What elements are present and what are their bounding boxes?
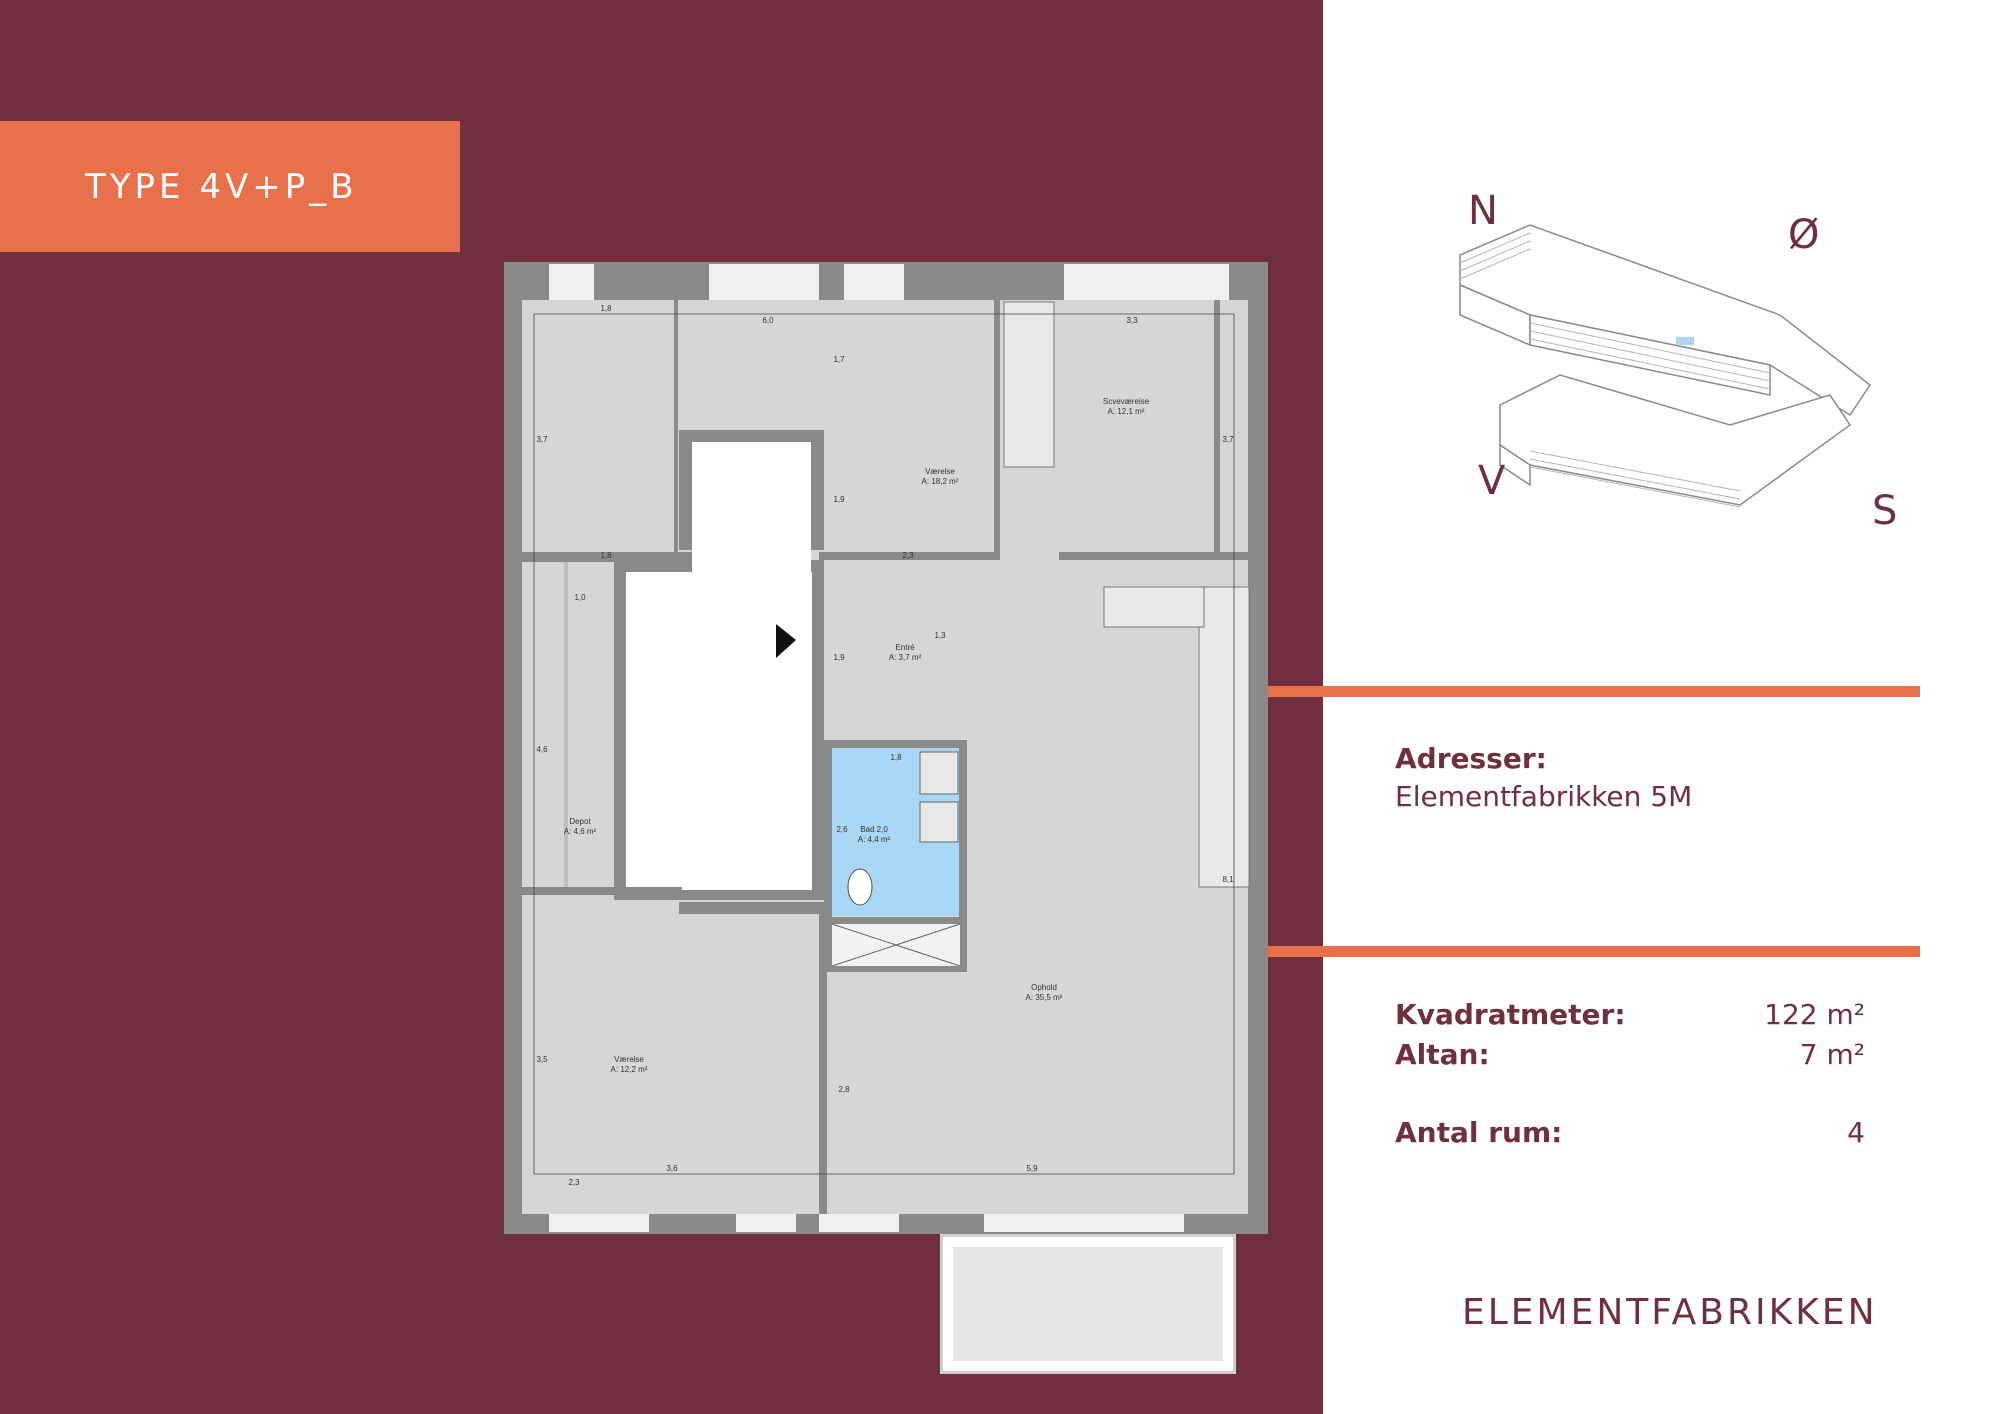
compass-south: S <box>1872 488 1898 534</box>
dim-label: 6,0 <box>762 316 774 325</box>
info-panel <box>1323 0 2000 1414</box>
rooms-value: 4 <box>1847 1116 1865 1149</box>
dim-label: 1,3 <box>934 631 946 640</box>
room-area-vaerelse-1: A: 18,2 m² <box>922 477 959 486</box>
type-banner: TYPE 4V+P_B <box>0 121 460 252</box>
dim-label: 3,7 <box>1222 435 1234 444</box>
floor-plan: Scveværeise A: 12,1 m² Værelse A: 18,2 m… <box>504 262 1268 1234</box>
balcony-value: 7 m² <box>1799 1038 1865 1071</box>
dim-label: 3,3 <box>1126 316 1138 325</box>
address-value: Elementfabrikken 5M <box>1395 780 1693 813</box>
dim-label: 1,7 <box>833 355 845 364</box>
room-name-ophold: Ophold <box>1031 983 1057 992</box>
dim-label: 1,8 <box>600 551 612 560</box>
dim-label: 3,6 <box>666 1164 678 1173</box>
room-area-bad: A: 4,4 m² <box>858 835 891 844</box>
accent-line-bottom <box>1268 946 1920 957</box>
balcony-label: Altan: <box>1395 1038 1490 1071</box>
room-name-entre: Entré <box>895 643 915 652</box>
dim-label: 1,8 <box>890 753 902 762</box>
dim-label: 8,1 <box>1222 875 1234 884</box>
dim-label: 2,3 <box>902 551 914 560</box>
room-area-depot: A: 4,6 m² <box>564 827 597 836</box>
sqm-label: Kvadratmeter: <box>1395 998 1626 1031</box>
room-area-ophold: A: 35,5 m² <box>1026 993 1063 1002</box>
room-name-bad: Bad 2,0 <box>860 825 888 834</box>
dim-label: 5,9 <box>1026 1164 1038 1173</box>
accent-line-top <box>1268 686 1920 697</box>
dim-label: 2,8 <box>838 1085 850 1094</box>
room-area-vaerelse-2: A: 12,2 m² <box>611 1065 648 1074</box>
rooms-label: Antal rum: <box>1395 1116 1563 1149</box>
dim-label: 1,9 <box>833 495 845 504</box>
brand-logo: ELEMENTFABRIKKEN <box>1462 1292 1878 1333</box>
dim-label: 3,5 <box>536 1055 548 1064</box>
sqm-value: 122 m² <box>1764 998 1865 1031</box>
dim-label: 3,7 <box>536 435 548 444</box>
room-area-entre: A: 3,7 m² <box>889 653 922 662</box>
dim-label: 2,3 <box>568 1178 580 1187</box>
dim-label: 1,9 <box>833 653 845 662</box>
address-label: Adresser: <box>1395 742 1547 775</box>
dim-label: 1,0 <box>574 593 586 602</box>
building-orientation <box>1450 185 1910 535</box>
room-name-vaerelse-1: Værelse <box>925 467 955 476</box>
room-area-scvevaerelse: A: 12,1 m² <box>1108 407 1145 416</box>
compass-west: V <box>1478 458 1506 504</box>
room-name-vaerelse-2: Værelse <box>614 1055 644 1064</box>
dim-label: 4,6 <box>536 745 548 754</box>
dim-label: 2,6 <box>836 825 848 834</box>
compass-north: N <box>1468 188 1498 234</box>
balcony <box>940 1234 1236 1374</box>
room-name-scvevaerelse: Scveværeise <box>1103 397 1150 406</box>
dim-label: 1,8 <box>600 304 612 313</box>
type-label: TYPE 4V+P_B <box>85 166 358 207</box>
compass-east: Ø <box>1788 212 1820 258</box>
room-name-depot: Depot <box>569 817 591 826</box>
